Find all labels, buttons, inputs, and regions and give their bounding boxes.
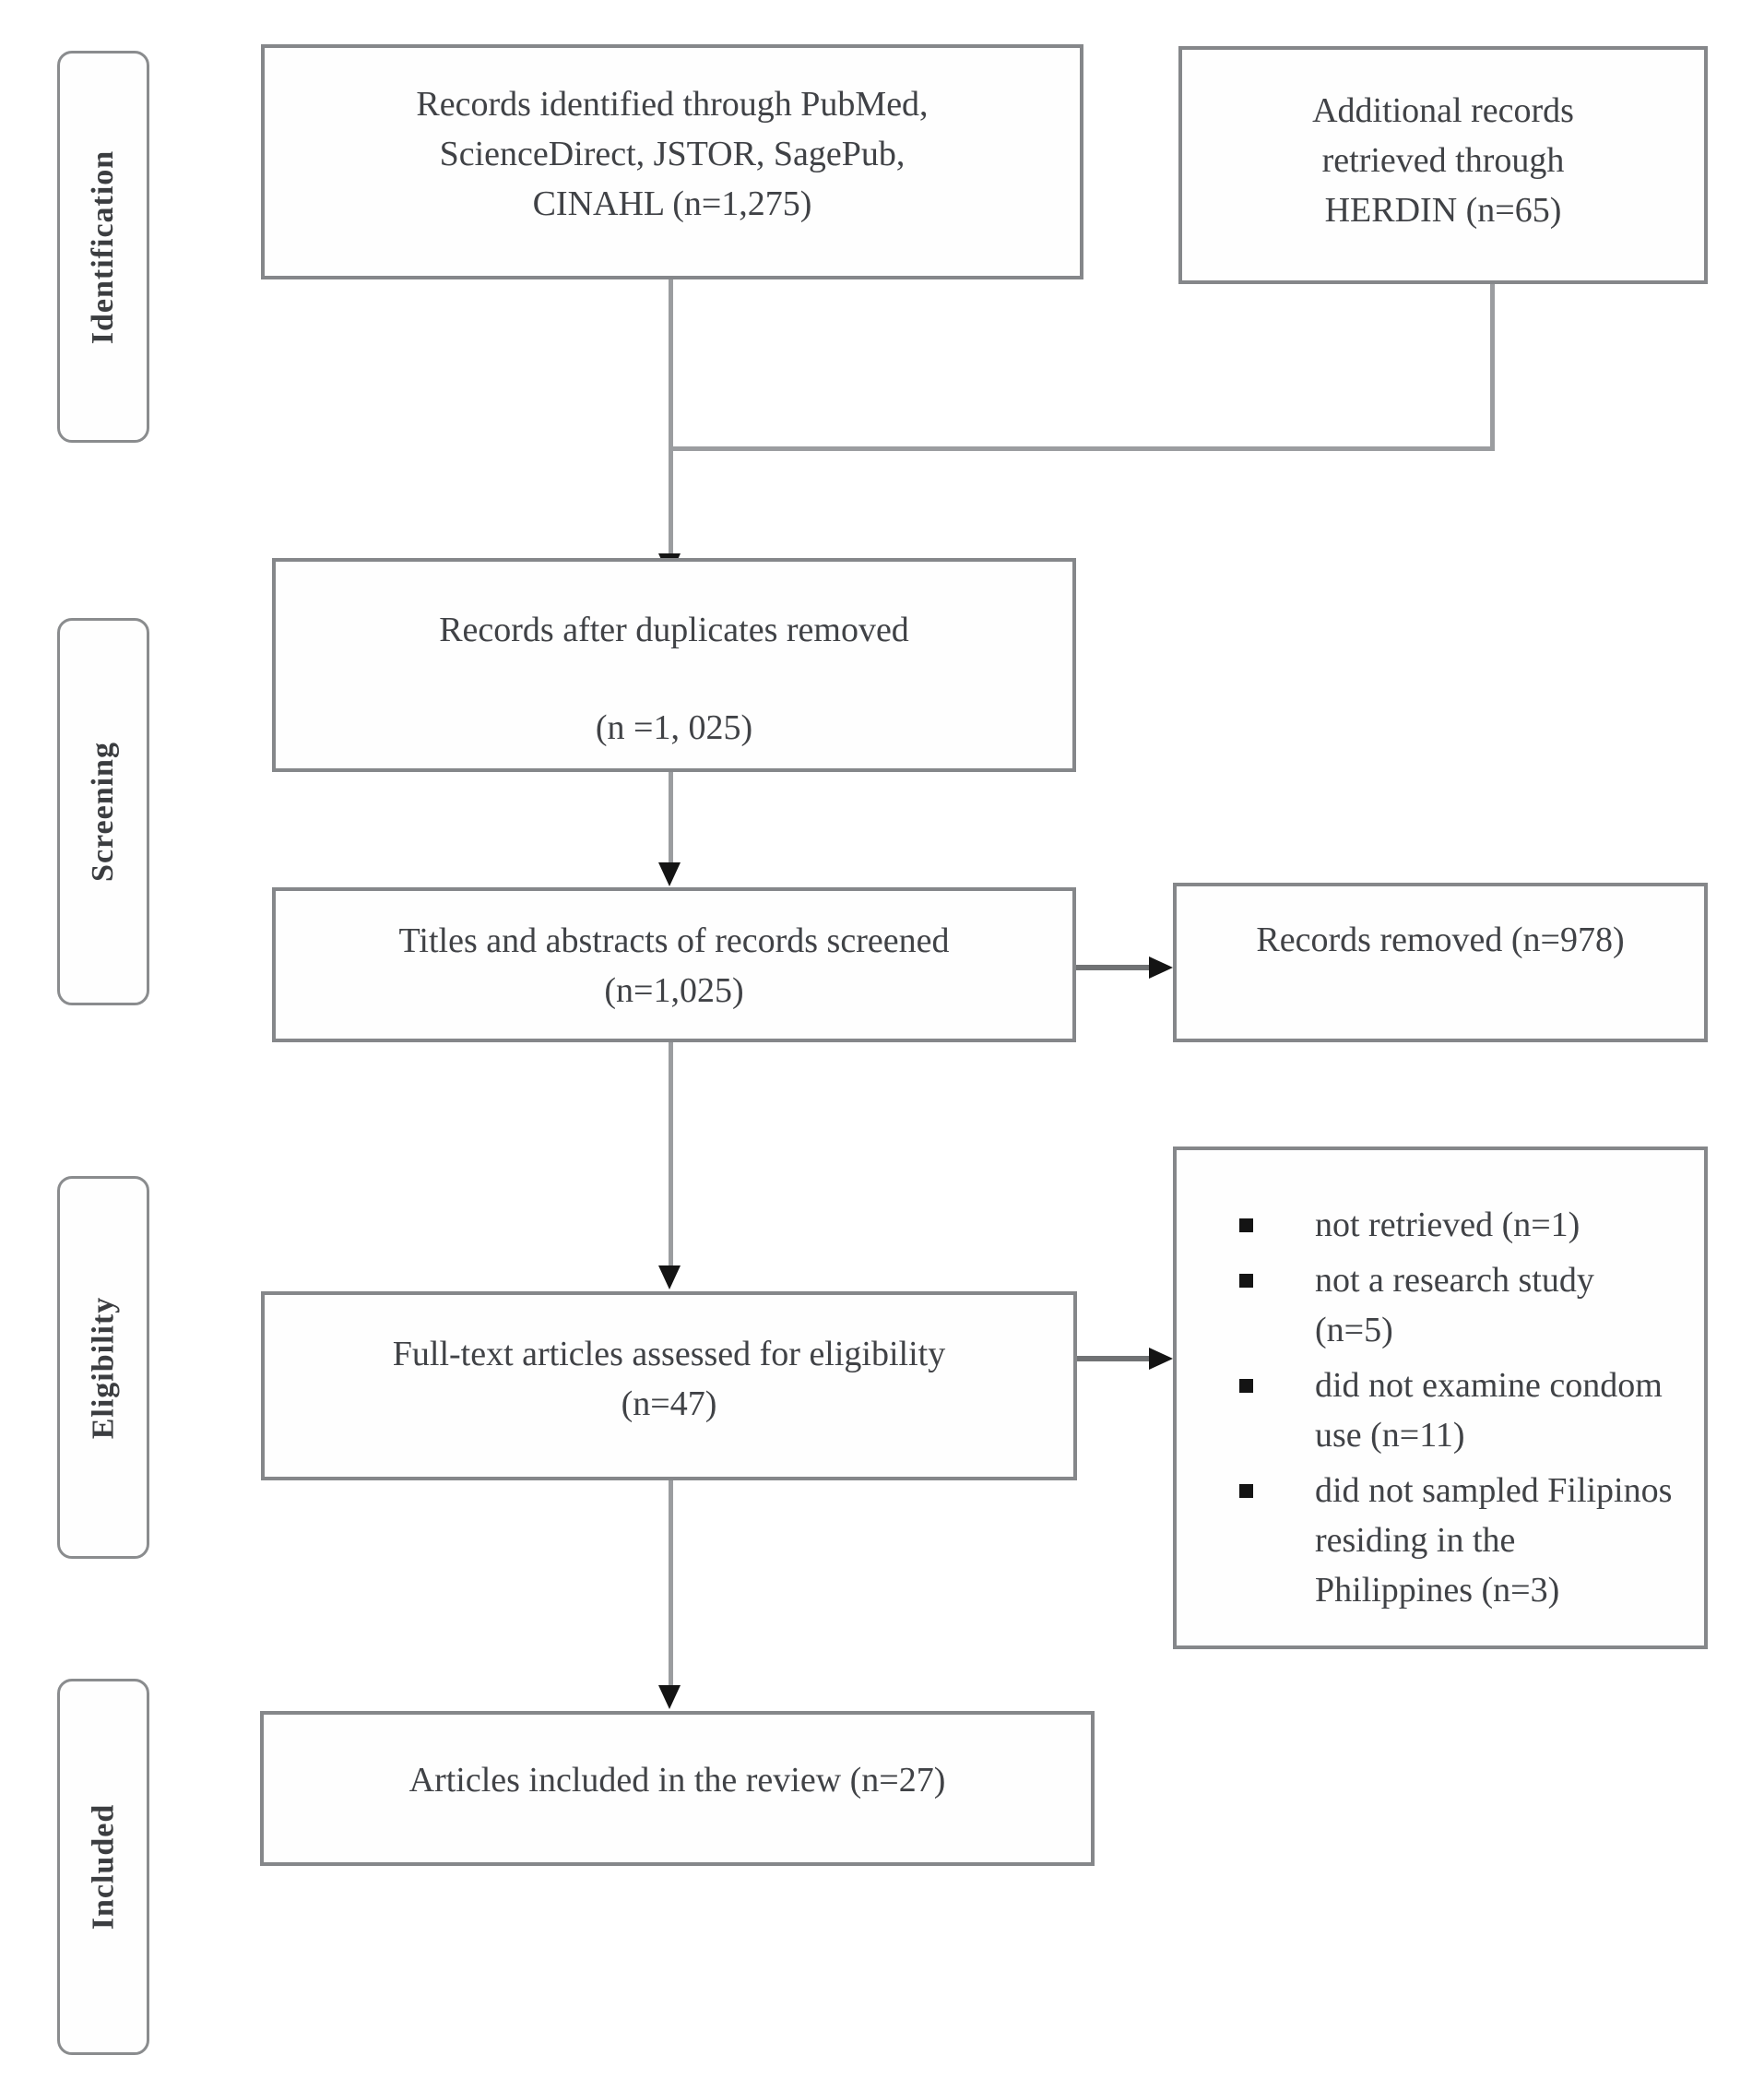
stage-label-eligibility: Eligibility [86,1296,120,1439]
box-records-screened: Titles and abstracts of records screened… [272,887,1076,1042]
box-additional-records: Additional records retrieved through HER… [1178,46,1708,284]
stage-label-included: Included [86,1803,120,1931]
box-fulltext-assessed: Full-text articles assessed for eligibil… [261,1291,1077,1480]
exclusion-reason-item: did not examine condom use (n=11) [1213,1361,1676,1461]
records-identified-line1: Records identified through PubMed, [416,85,929,124]
box-records-removed: Records removed (n=978) [1173,883,1708,1042]
connector-identified-to-duplicates [669,279,673,558]
box-articles-included: Articles included in the review (n=27) [260,1711,1095,1866]
connector-screened-to-fulltext [669,1042,673,1268]
stage-box-included: Included [57,1679,149,2055]
additional-records-line2: retrieved through [1321,140,1565,180]
arrowhead-excluded-right-icon [1149,1348,1173,1370]
box-records-identified: Records identified through PubMed, Scien… [261,44,1083,279]
connector-duplicates-to-screened [669,772,673,866]
exclusion-reasons-list: not retrieved (n=1) not a research study… [1177,1150,1704,1616]
arrowhead-removed-right-icon [1149,956,1173,979]
additional-records-line3: HERDIN (n=65) [1324,190,1562,230]
records-screened-line1: Titles and abstracts of records screened [398,921,950,960]
box-duplicates-removed: Records after duplicates removed (n =1, … [272,558,1076,772]
exclusion-reason-item: did not sampled Filipinos residing in th… [1213,1467,1676,1616]
records-screened-count: (n=1,025) [604,970,744,1010]
connector-fulltext-to-excluded [1076,1356,1154,1361]
fulltext-assessed-line1: Full-text articles assessed for eligibil… [392,1335,946,1373]
connector-fulltext-to-included [669,1480,673,1688]
box-exclusion-reasons: not retrieved (n=1) not a research study… [1173,1146,1708,1649]
connector-screened-to-removed [1076,965,1154,970]
exclusion-reason-item: not a research study (n=5) [1213,1256,1676,1356]
stage-box-identification: Identification [57,51,149,443]
stage-label-screening: Screening [86,742,120,882]
arrowhead-fulltext-down-icon [658,1265,681,1289]
stage-label-identification: Identification [86,149,121,344]
articles-included-text: Articles included in the review (n=27) [408,1761,946,1800]
duplicates-removed-count: (n =1, 025) [595,707,753,747]
duplicates-removed-line1: Records after duplicates removed [439,611,909,649]
exclusion-reason-item: not retrieved (n=1) [1213,1201,1676,1251]
arrowhead-included-down-icon [658,1685,681,1709]
connector-additional-horizontal [670,446,1495,451]
arrowhead-screened-down-icon [658,862,681,886]
records-identified-line3: CINAHL (n=1,275) [532,184,812,223]
fulltext-assessed-count: (n=47) [621,1384,717,1423]
additional-records-line1: Additional records [1312,91,1574,130]
stage-box-eligibility: Eligibility [57,1176,149,1559]
records-identified-line2: ScienceDirect, JSTOR, SagePub, [439,134,906,173]
connector-additional-vertical [1490,284,1495,450]
records-removed-text: Records removed (n=978) [1256,921,1625,959]
stage-box-screening: Screening [57,618,149,1005]
